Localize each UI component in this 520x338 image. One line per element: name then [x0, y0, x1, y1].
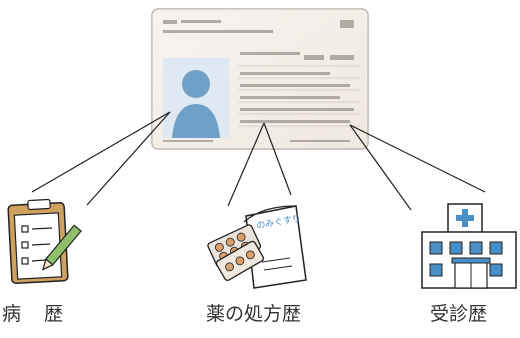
- id-card: [151, 8, 369, 150]
- hospital-icon: [421, 203, 517, 289]
- visit-history-label: 受診歴: [430, 303, 488, 325]
- medicine-icon: のみぐすり: [207, 205, 307, 289]
- connector-lines: [31, 111, 486, 211]
- prescription-history-label: 薬の処方歴: [206, 303, 302, 325]
- medical-history-label: 病 歴: [2, 303, 66, 325]
- clipboard-icon: [7, 198, 82, 284]
